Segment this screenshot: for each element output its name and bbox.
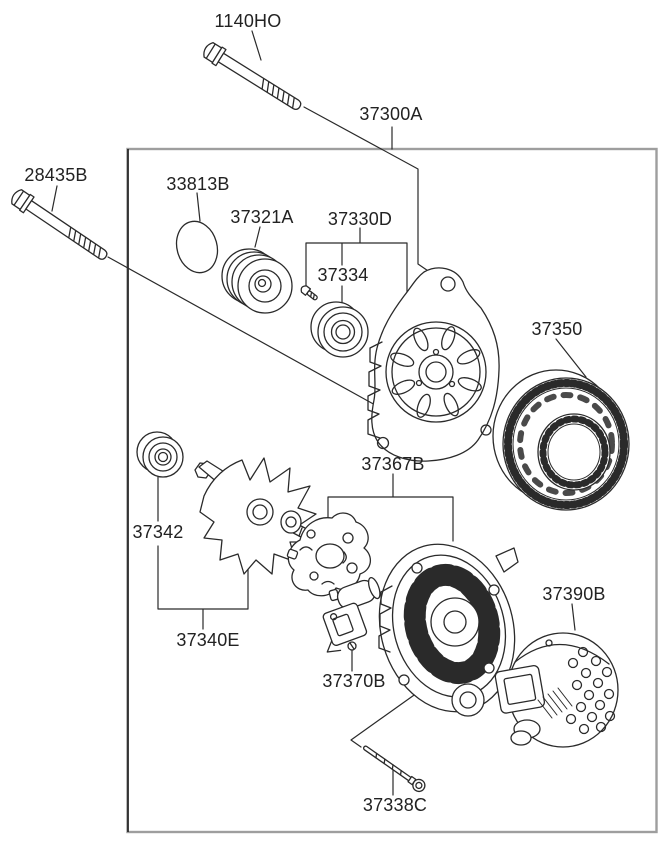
leader-lines (51, 30, 587, 796)
leader-37340E (157, 545, 249, 630)
o-ring-drawing (175, 220, 219, 274)
rear-bearing-drawing (136, 431, 184, 478)
bolt-1140ho-drawing (199, 39, 306, 116)
front-bracket-drawing (367, 267, 500, 462)
part-label-33813B[interactable]: 33813B (166, 174, 230, 194)
leader-1140HO (251, 30, 438, 278)
part-label-37330D[interactable]: 37330D (327, 209, 393, 229)
pulley-drawing (221, 248, 293, 314)
part-label-37340E[interactable]: 37340E (176, 630, 240, 650)
leader-37390B (571, 603, 576, 631)
part-label-37370B[interactable]: 37370B (322, 671, 386, 691)
part-label-37300A[interactable]: 37300A (359, 104, 423, 124)
leader-28435B (51, 185, 378, 407)
screw-drawing (300, 285, 318, 301)
rectifier-drawing (286, 512, 371, 602)
part-label-37390B[interactable]: 37390B (542, 584, 606, 604)
rear-bracket-drawing (378, 543, 519, 717)
front-bearing-drawing (310, 301, 369, 358)
leader-37338C (350, 687, 425, 796)
part-label-37334[interactable]: 37334 (317, 265, 369, 285)
bolt-28435b-drawing (7, 186, 112, 266)
leader-37321A (254, 226, 261, 248)
part-label-37342[interactable]: 37342 (132, 522, 184, 542)
through-bolt-drawing (362, 745, 426, 793)
part-label-37367B[interactable]: 37367B (361, 454, 425, 474)
leader-37330D (305, 227, 408, 304)
rear-cover-drawing (494, 632, 619, 748)
leader-33813B (196, 192, 201, 222)
leader-37367B (327, 473, 454, 542)
rotor-drawing (194, 457, 321, 575)
part-label-37350[interactable]: 37350 (531, 319, 583, 339)
stator-drawing (492, 369, 630, 511)
part-label-37321A[interactable]: 37321A (230, 207, 294, 227)
part-label-1140HO[interactable]: 1140HO (214, 11, 282, 31)
part-label-37338C[interactable]: 37338C (362, 795, 428, 815)
part-label-28435B[interactable]: 28435B (24, 165, 88, 185)
brush-holder-drawing (322, 576, 381, 653)
leader-37350 (555, 338, 587, 378)
